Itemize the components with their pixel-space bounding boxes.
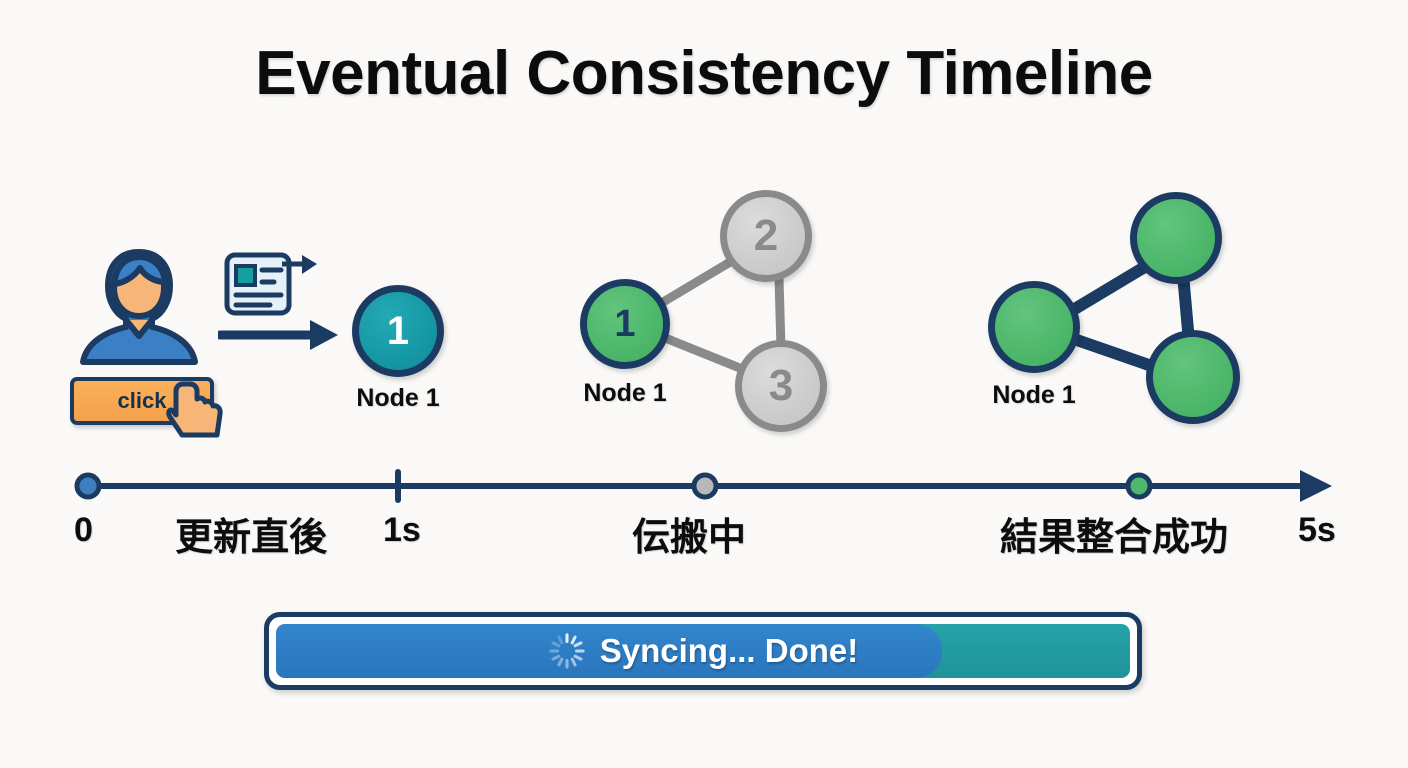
progress-content: Syncing... Done! bbox=[276, 624, 1130, 678]
node-2-stale[interactable]: 2 bbox=[720, 190, 812, 282]
progress-label: Syncing... Done! bbox=[599, 632, 859, 669]
timeline-marker-consistent bbox=[1125, 472, 1153, 500]
progress-fill bbox=[276, 624, 943, 678]
node-1-updated[interactable]: 1 bbox=[352, 285, 444, 377]
node-number: 3 bbox=[768, 361, 794, 410]
node-label-stage2: Node 1 bbox=[583, 379, 667, 407]
node-number: 1 bbox=[614, 302, 636, 345]
timeline-arrowhead bbox=[1300, 470, 1332, 502]
node-number: 2 bbox=[753, 211, 779, 260]
timeline-marker-0 bbox=[74, 472, 102, 500]
timeline-label-update: 更新直後 bbox=[175, 517, 328, 559]
document-send-icon bbox=[224, 252, 317, 316]
node-c-synced[interactable] bbox=[1146, 330, 1240, 424]
timeline-label-1s: 1s bbox=[383, 511, 421, 549]
timeline-label-propagating: 伝搬中 bbox=[632, 517, 747, 559]
click-button-label: click bbox=[117, 388, 167, 413]
page-title: Eventual Consistency Timeline bbox=[255, 39, 1153, 108]
timeline-label-consistent: 結果整合成功 bbox=[1000, 517, 1229, 559]
node-b-synced[interactable] bbox=[1130, 192, 1222, 284]
node-3-stale[interactable]: 3 bbox=[735, 340, 827, 432]
arrow-right-icon bbox=[218, 320, 338, 350]
progress-track: Syncing... Done! bbox=[276, 624, 1130, 678]
loading-spinner-icon bbox=[549, 633, 585, 669]
node-a-synced[interactable] bbox=[988, 281, 1080, 373]
node-1-synced[interactable]: 1 bbox=[580, 279, 670, 369]
node-label-stage1: Node 1 bbox=[356, 384, 440, 412]
node-number: 1 bbox=[386, 308, 410, 353]
sync-progress-bar[interactable]: Syncing... Done! bbox=[264, 612, 1142, 690]
node-label-stage3: Node 1 bbox=[992, 381, 1076, 409]
timeline-marker-propagating bbox=[691, 472, 719, 500]
timeline-label-0: 0 bbox=[74, 511, 93, 549]
user-avatar-icon bbox=[80, 249, 198, 365]
timeline-label-5s: 5s bbox=[1298, 511, 1336, 549]
timeline-axis bbox=[74, 469, 1332, 503]
hand-pointer-icon bbox=[166, 381, 223, 438]
